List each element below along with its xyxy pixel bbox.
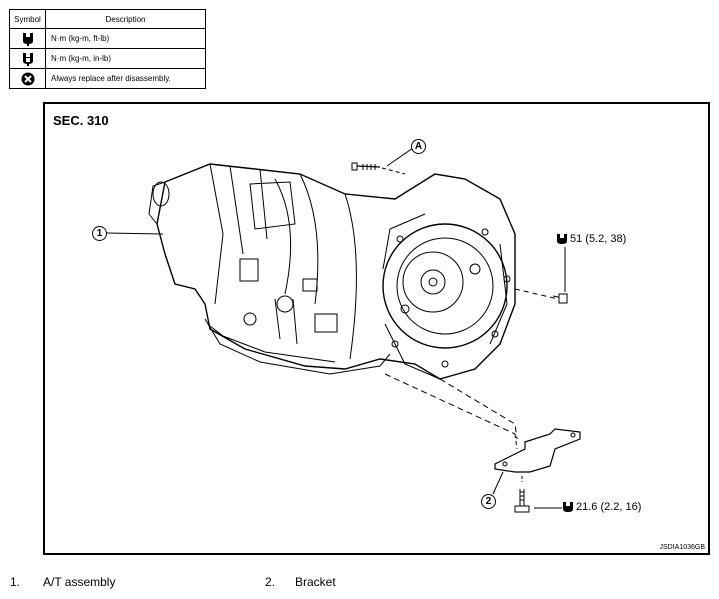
figure-code: JSDIA1036GB: [659, 544, 705, 551]
callout-a: A: [411, 139, 426, 154]
legend-row: N·m (kg-m, in-lb): [9, 48, 206, 69]
legend-header-description: Description: [45, 9, 206, 29]
torque-spec-upper-bolt: 51 (5.2, 38): [570, 233, 627, 245]
legend-row: N·m (kg-m, ft-lb): [9, 28, 206, 49]
torque-wrench-icon: [557, 234, 567, 244]
torque-wrench-icon: [563, 502, 573, 512]
torque-spec-lower-bolt: 21.6 (2.2, 16): [576, 501, 642, 513]
legend-description: N·m (kg-m, in-lb): [45, 48, 206, 69]
legend-row: Always replace after disassembly.: [9, 68, 206, 89]
torque-wrench-icon: [22, 32, 33, 46]
torque-wrench-in-lb-icon: [22, 52, 33, 66]
part-name: A/T assembly: [43, 575, 116, 589]
replace-part-icon: [21, 72, 34, 85]
transmission-illustration: [106, 147, 581, 513]
callout-2: 2: [481, 494, 496, 509]
legend-description: Always replace after disassembly.: [45, 68, 206, 89]
part-number: 1.: [10, 575, 21, 589]
legend-description: N·m (kg-m, ft-lb): [45, 28, 206, 49]
callout-1: 1: [92, 226, 107, 241]
legend-header-symbol: Symbol: [9, 9, 46, 29]
transmission-figure: SEC. 310: [43, 102, 710, 555]
part-name: Bracket: [295, 575, 336, 589]
section-title: SEC. 310: [53, 113, 109, 128]
symbol-legend-table: Symbol Description N·m (kg-m, ft-lb) N·m…: [9, 9, 206, 89]
legend-header-row: Symbol Description: [9, 9, 206, 29]
part-number: 2.: [265, 575, 276, 589]
